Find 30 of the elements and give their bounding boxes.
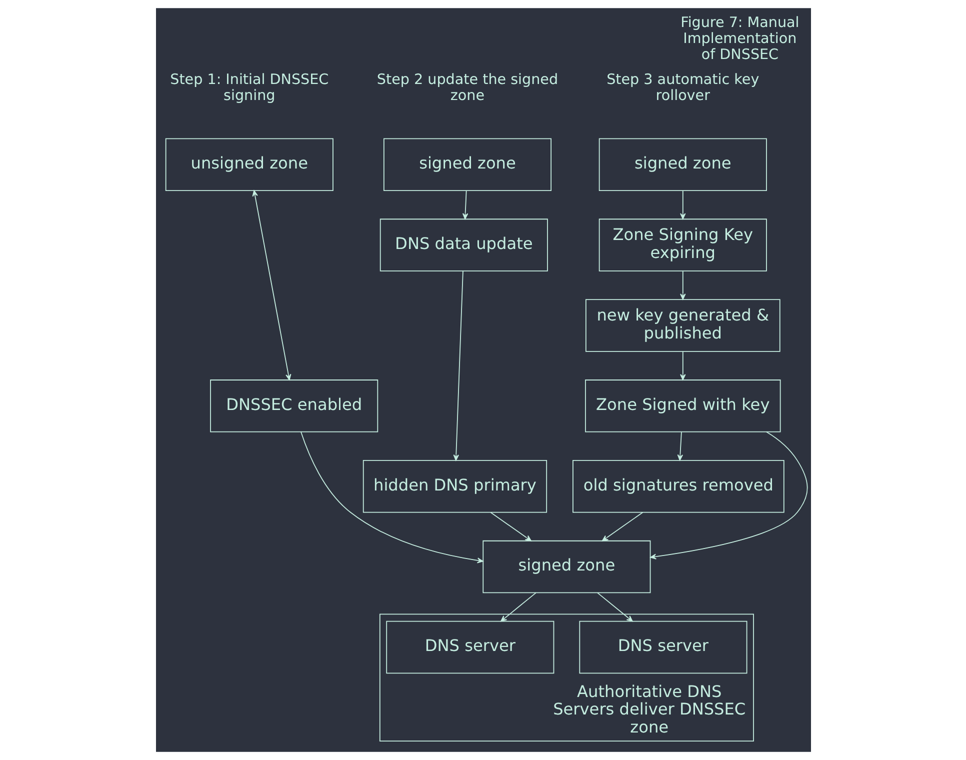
arrow (650, 431, 808, 560)
arrow (300, 432, 483, 564)
node-box: signed zone (598, 138, 766, 191)
arrow (676, 432, 683, 461)
caption: Figure 7: Manual Implementation of DNSSEC (680, 14, 799, 63)
node-box: unsigned zone (164, 138, 333, 191)
node-box: signed zone (382, 138, 551, 191)
label: Step 2 update the signed zone (376, 72, 558, 104)
arrow (680, 351, 686, 380)
node-box: old signatures removed (572, 460, 784, 513)
arrow (252, 190, 291, 380)
arrow (500, 592, 536, 622)
node-box: DNS data update (379, 218, 548, 272)
node-box: DNSSEC enabled (210, 380, 378, 432)
arrow (596, 592, 632, 622)
arrow (452, 270, 463, 461)
node-box: DNS server (578, 620, 747, 674)
label: Step 3 automatic key rollover (606, 72, 759, 104)
arrow (462, 190, 468, 220)
arrow (680, 270, 686, 300)
node-box: Zone Signed with key (584, 380, 780, 432)
arrow (680, 190, 686, 220)
node-box: new key generated & published (584, 299, 780, 352)
label: Step 1: Initial DNSSEC signing (170, 72, 328, 104)
arrow (601, 512, 643, 542)
arrow (490, 512, 531, 542)
node-box: Zone Signing Key expiring (598, 218, 766, 272)
node-box: signed zone (482, 540, 650, 594)
node-box: DNS server (386, 620, 554, 674)
node-box: hidden DNS primary (362, 460, 547, 513)
